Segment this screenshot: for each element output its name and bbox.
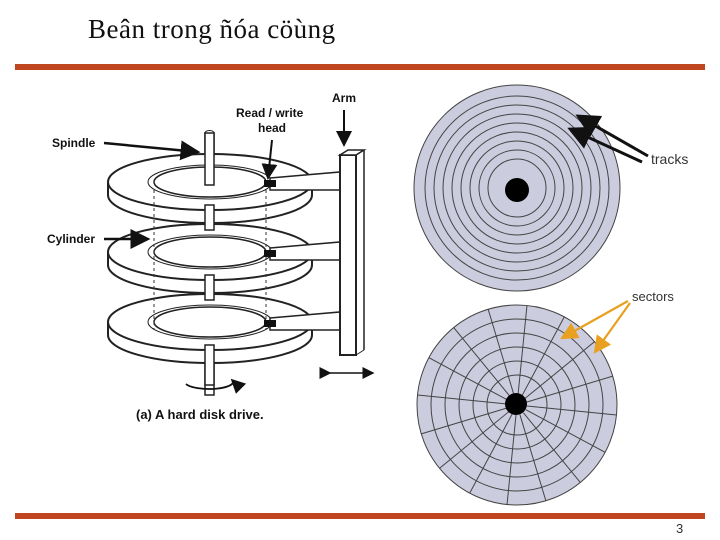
cylinder-guides [153, 190, 267, 330]
spindle-label: Spindle [52, 136, 96, 150]
actuator-arms [264, 149, 367, 356]
sector-spoke [522, 412, 581, 483]
sector-spoke [519, 414, 547, 501]
sector-spoke [453, 327, 512, 398]
sector-spokes [417, 305, 617, 505]
bottom-divider [15, 513, 705, 519]
sector-spoke [526, 375, 613, 403]
sectors-label: sectors [632, 289, 674, 304]
page-number: 3 [676, 521, 684, 536]
top-divider [15, 64, 705, 70]
sector-spoke [526, 405, 617, 416]
slide-title: Beân trong ñóa cöùng [88, 14, 336, 44]
tracks-label: tracks [651, 151, 688, 167]
hard-disk-drive-figure: Spindle Cylinder Read / write head Arm (… [47, 91, 375, 422]
sector-spoke [521, 316, 565, 397]
sector-spoke [417, 394, 508, 405]
sector-spoke [421, 407, 508, 435]
tracks-platter-diagram: tracks [413, 78, 688, 292]
sector-spoke [525, 409, 606, 453]
read-write-head-label-line1: Read / write [236, 106, 304, 120]
sector-spoke [517, 305, 528, 396]
sector-spoke [428, 357, 509, 401]
track-rings [424, 95, 610, 281]
sector-spoke [439, 410, 510, 469]
sector-rings [430, 318, 604, 492]
tracks-hub [505, 178, 529, 202]
read-write-head-label-line2: head [258, 121, 286, 135]
rotation-arrow [185, 378, 247, 394]
sectors-hub [505, 393, 527, 415]
sectors-platter-diagram: sectors [416, 289, 674, 507]
sector-spoke [487, 309, 515, 396]
sector-spoke [469, 413, 513, 494]
figure-caption: (a) A hard disk drive. [136, 407, 264, 422]
cylinder-label: Cylinder [47, 232, 95, 246]
arm-label: Arm [332, 91, 356, 105]
sector-spoke [524, 341, 595, 400]
sector-spoke [506, 414, 517, 505]
